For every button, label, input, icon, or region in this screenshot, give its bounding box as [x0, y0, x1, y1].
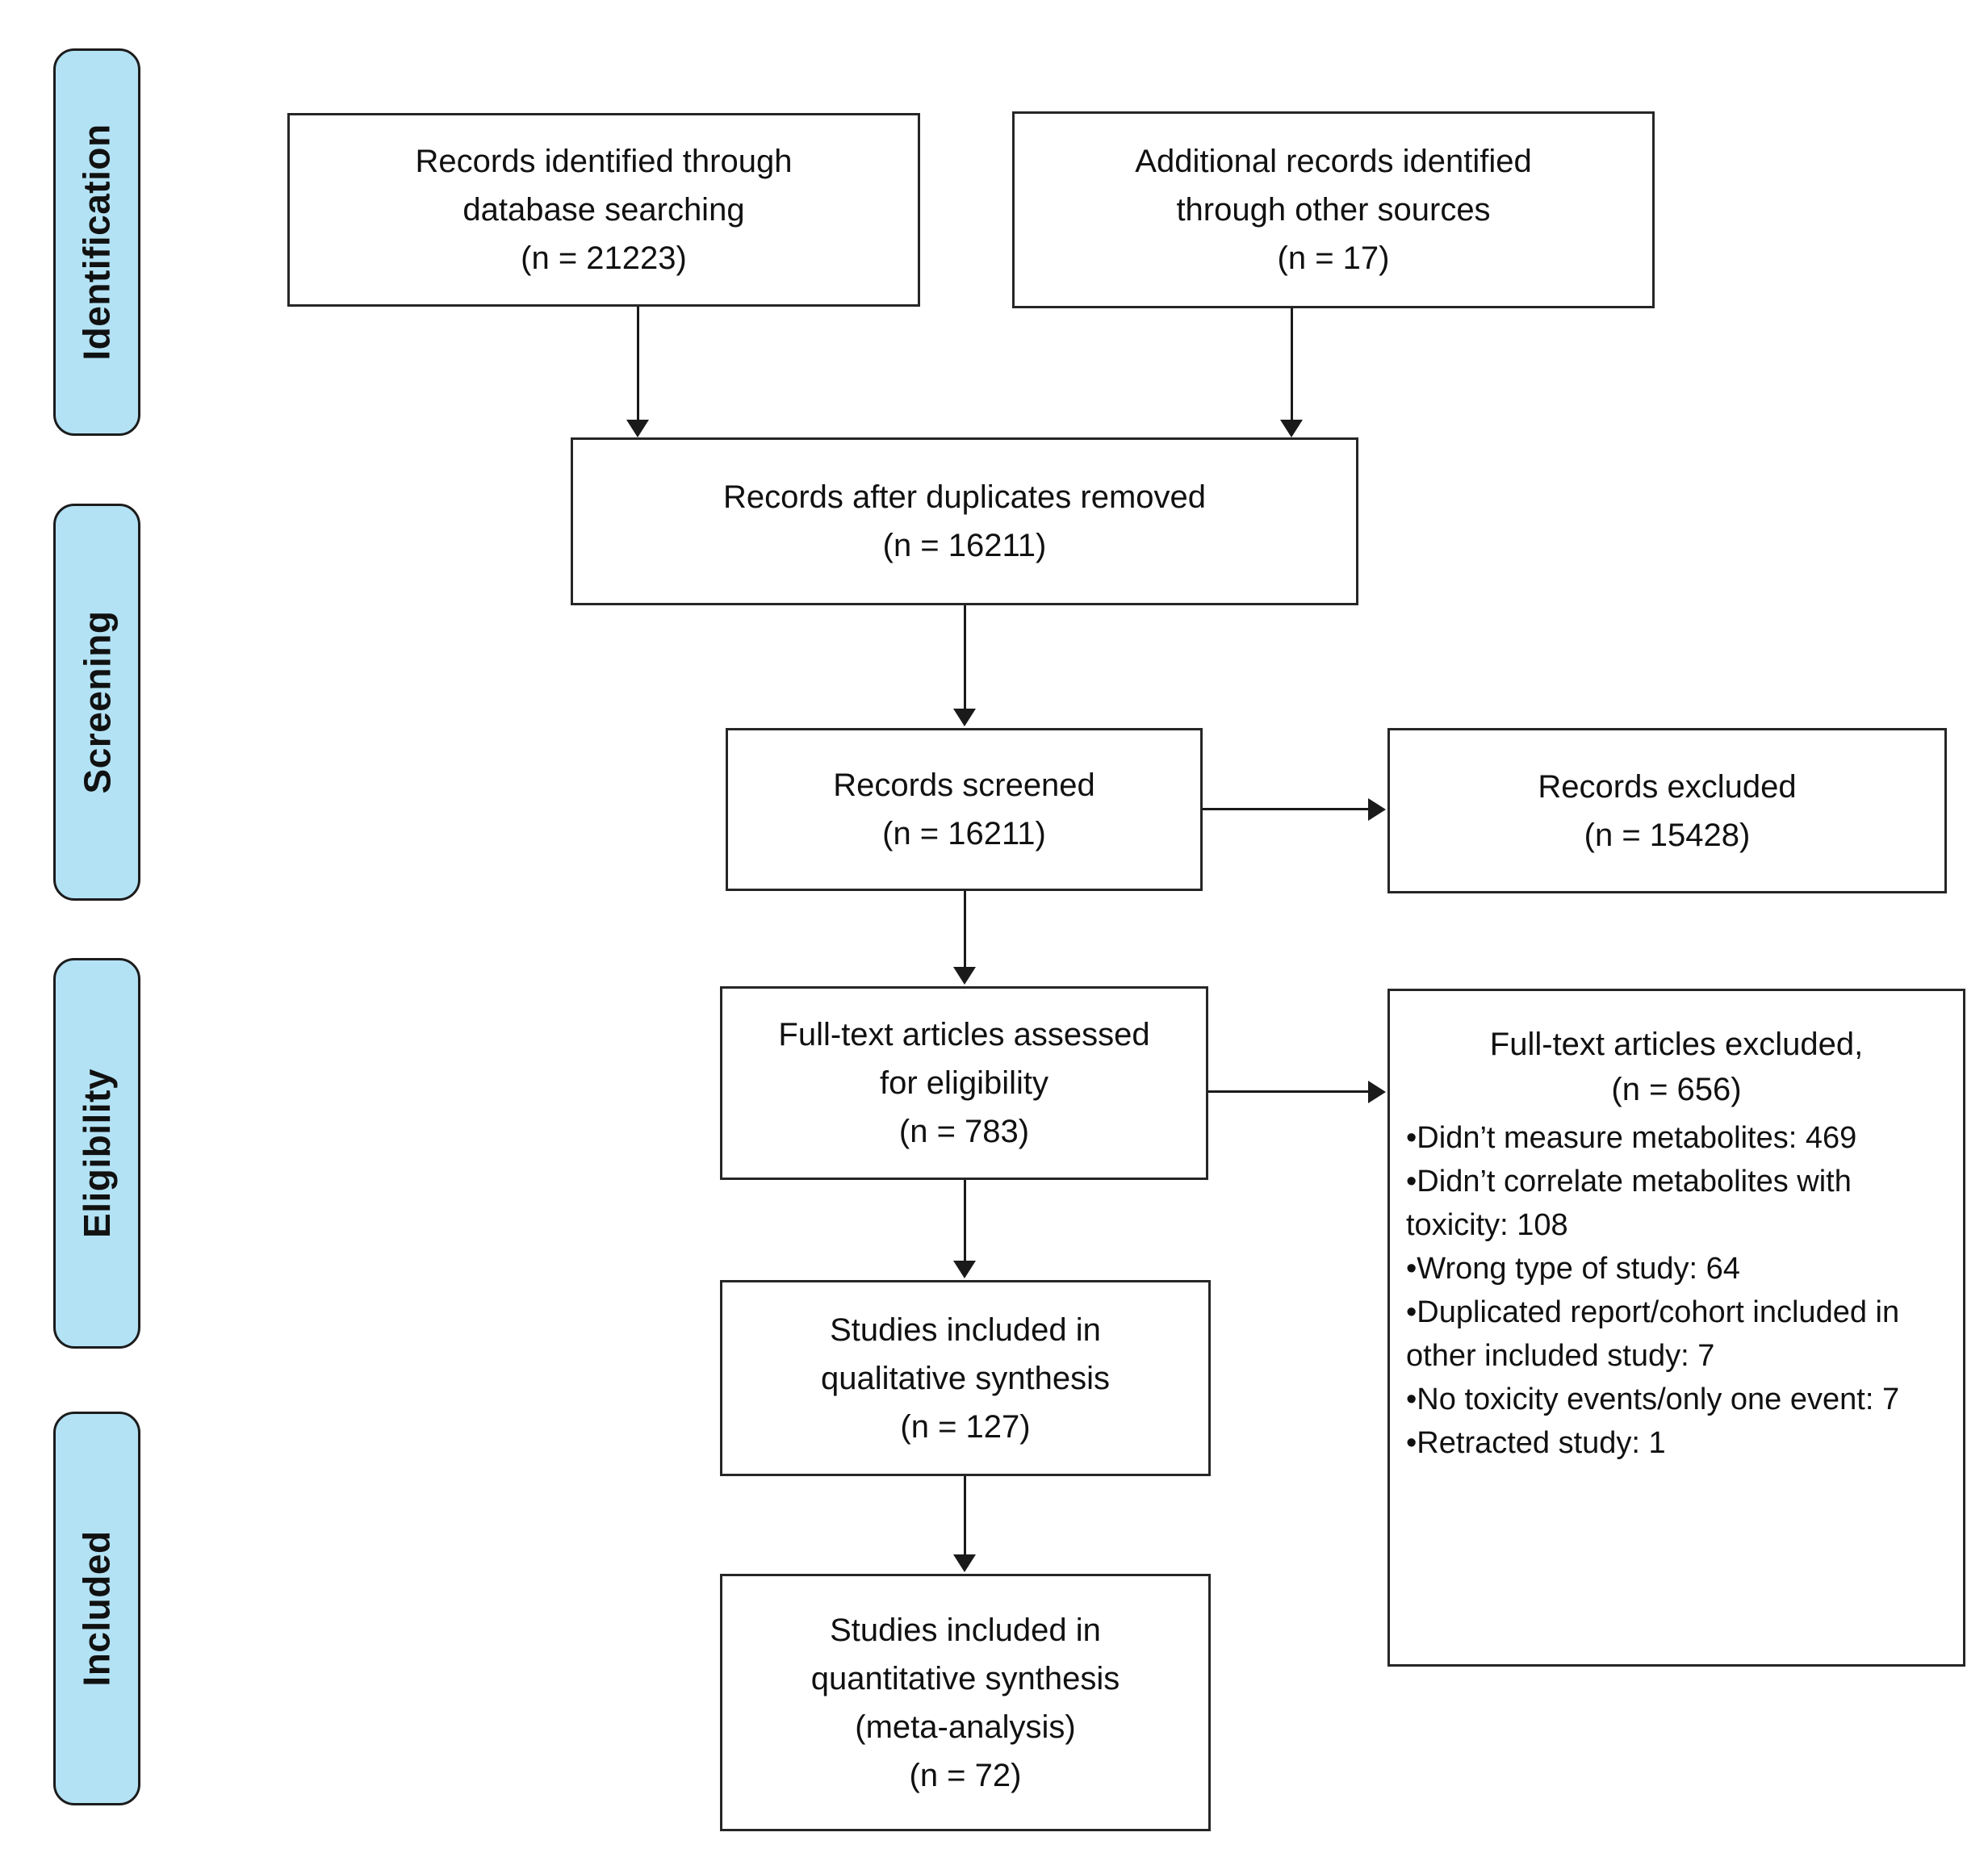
arrow-additional-to-dedup-head [1280, 420, 1303, 437]
box-records-screened: Records screened (n = 16211) [726, 728, 1203, 891]
stage-eligibility: Eligibility [53, 958, 140, 1349]
exclusion-reason: •Didn’t measure metabolites: 469 [1406, 1121, 1857, 1155]
exclusion-reason: •Duplicated report/cohort included in ot… [1406, 1295, 1900, 1373]
box-additional-records: Additional records identified through ot… [1012, 111, 1655, 308]
box-fulltext-assessed-text: Full-text articles assessed for eligibil… [778, 1017, 1150, 1149]
exclusion-reason: •No toxicity events/only one event: 7 [1406, 1382, 1900, 1416]
box-quantitative-synthesis: Studies included in quantitative synthes… [720, 1574, 1211, 1831]
exclusion-reason: •Retracted study: 1 [1406, 1425, 1666, 1460]
box-records-screened-text: Records screened (n = 16211) [833, 768, 1095, 851]
box-records-excluded-text: Records excluded (n = 15428) [1538, 768, 1797, 853]
arrow-dedup-to-screened-line [964, 605, 966, 710]
stage-screening-label: Screening [76, 610, 119, 794]
arrow-screened-to-excluded-head [1368, 798, 1386, 821]
arrow-assessed-to-qualitative-line [964, 1180, 966, 1262]
exclusion-reason: •Didn’t correlate metabolites with toxic… [1406, 1164, 1852, 1242]
arrow-identified-to-dedup-line [637, 307, 639, 421]
box-qualitative-synthesis-text: Studies included in qualitative synthesi… [821, 1312, 1110, 1445]
box-records-identified: Records identified through database sear… [287, 113, 920, 307]
arrow-screened-to-assessed-line [964, 891, 966, 968]
stage-identification-label: Identification [76, 123, 119, 361]
box-duplicates-removed-text: Records after duplicates removed (n = 16… [722, 479, 1207, 563]
arrow-qualitative-to-quantitative-head [953, 1554, 976, 1572]
stage-included-label: Included [76, 1530, 118, 1687]
arrow-assessed-to-ftexcluded-head [1368, 1081, 1386, 1103]
box-fulltext-excluded-title: Full-text articles excluded, [1489, 1027, 1864, 1062]
arrow-additional-to-dedup-line [1291, 308, 1293, 421]
arrow-dedup-to-screened-head [953, 709, 976, 726]
box-fulltext-excluded: Full-text articles excluded, (n = 656) •… [1387, 989, 1965, 1667]
box-records-excluded: Records excluded (n = 15428) [1387, 728, 1947, 893]
arrow-assessed-to-qualitative-head [953, 1261, 976, 1278]
arrow-assessed-to-ftexcluded-line [1208, 1090, 1370, 1093]
arrow-qualitative-to-quantitative-line [964, 1476, 966, 1556]
stage-included: Included [53, 1412, 140, 1805]
arrow-identified-to-dedup-head [626, 420, 649, 437]
box-additional-records-text: Additional records identified through ot… [1135, 144, 1532, 276]
exclusion-reasons-list: •Didn’t measure metabolites: 469 •Didn’t… [1406, 1117, 1947, 1466]
box-quantitative-synthesis-text: Studies included in quantitative synthes… [810, 1612, 1120, 1793]
arrow-screened-to-excluded-line [1203, 808, 1370, 810]
stage-eligibility-label: Eligibility [76, 1069, 118, 1238]
box-fulltext-excluded-count: (n = 656) [1611, 1072, 1742, 1107]
box-records-identified-text: Records identified through database sear… [415, 144, 793, 276]
box-duplicates-removed: Records after duplicates removed (n = 16… [571, 437, 1358, 605]
arrow-screened-to-assessed-head [953, 967, 976, 985]
box-fulltext-assessed: Full-text articles assessed for eligibil… [720, 986, 1208, 1180]
stage-screening: Screening [53, 504, 140, 901]
exclusion-reason: •Wrong type of study: 64 [1406, 1251, 1740, 1286]
box-qualitative-synthesis: Studies included in qualitative synthesi… [720, 1280, 1211, 1476]
stage-identification: Identification [53, 48, 140, 436]
